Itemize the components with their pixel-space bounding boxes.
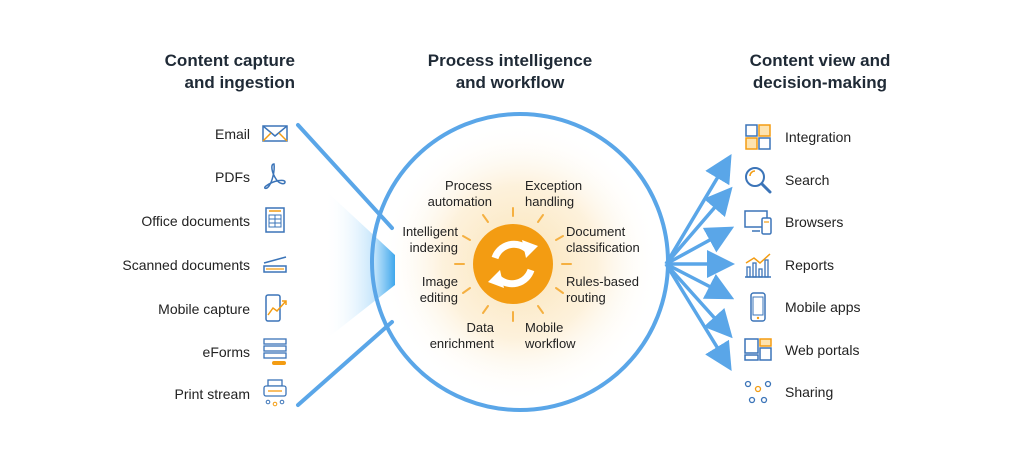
input-email: Email [70, 118, 332, 150]
input-label: Office documents [141, 213, 250, 229]
step-exception-handling: Exception handling [525, 178, 583, 209]
portal-layout-icon [742, 334, 774, 366]
output-label: Integration [785, 129, 852, 145]
input-label: Print stream [174, 386, 250, 402]
arrow-search [664, 186, 733, 266]
step-process-automation: Process automation [427, 178, 492, 209]
output-arrows [664, 153, 735, 371]
output-reports: Reports [740, 248, 940, 282]
input-print-stream: Print stream [70, 378, 332, 410]
output-sharing: Sharing [740, 375, 940, 409]
arrow-web-portals [664, 262, 733, 339]
input-label: eForms [202, 344, 250, 360]
input-mobile-capture: Mobile capture [70, 293, 332, 325]
input-scanned-documents: Scanned documents [70, 249, 332, 281]
output-label: Search [785, 172, 830, 188]
output-label: Web portals [785, 342, 860, 358]
arrow-sharing [664, 263, 732, 371]
output-integration: Integration [740, 120, 940, 154]
input-label: PDFs [215, 169, 250, 185]
intake-funnel [325, 190, 395, 340]
output-browsers: Browsers [740, 205, 940, 239]
arrow-browsers [665, 226, 735, 266]
arrow-mobile-apps [665, 262, 735, 300]
step-rules-based-routing: Rules-based routing [566, 274, 639, 305]
output-label: Sharing [785, 384, 834, 400]
input-label: Scanned documents [122, 257, 250, 273]
network-dots-icon [742, 376, 774, 408]
output-label: Browsers [785, 214, 844, 230]
process-heading: Process intelligence and workflow [427, 51, 593, 92]
mobile-chart-icon [260, 293, 290, 323]
form-icon [260, 336, 290, 366]
input-label: Email [214, 126, 250, 142]
step-image-editing: Image editing [419, 274, 458, 305]
input-office-documents: Office documents [70, 205, 332, 237]
step-intelligent-indexing: Intelligent indexing [402, 224, 458, 255]
input-eforms: eForms [70, 336, 332, 368]
step-document-classification: Document classification [566, 224, 640, 255]
magnifier-icon [742, 164, 774, 196]
input-line-bottom [296, 320, 394, 407]
step-mobile-workflow: Mobile workflow [525, 320, 576, 351]
scanner-icon [260, 249, 290, 279]
pdf-icon [260, 161, 290, 191]
output-label: Reports [785, 257, 835, 273]
smartphone-icon [742, 291, 774, 323]
center-disk [473, 224, 553, 304]
spreadsheet-document-icon [260, 205, 290, 235]
input-line-top [296, 123, 394, 230]
output-search: Search [740, 163, 940, 197]
output-web-portals: Web portals [740, 333, 940, 367]
envelope-icon [260, 118, 290, 148]
arrow-integration [664, 153, 732, 265]
input-label: Mobile capture [158, 301, 250, 317]
refresh-arrowhead-top [522, 240, 538, 258]
output-label: Mobile apps [785, 299, 861, 315]
puzzle-icon [742, 121, 774, 153]
center-rays [454, 207, 572, 322]
capture-heading: Content capture and ingestion [164, 51, 295, 92]
view-heading: Content view and decision-making [749, 51, 891, 92]
devices-icon [742, 206, 774, 238]
input-pdfs: PDFs [70, 161, 332, 193]
bar-chart-icon [742, 249, 774, 281]
printer-icon [260, 378, 290, 408]
refresh-arrowhead-bottom [488, 270, 504, 288]
output-mobile-apps: Mobile apps [740, 290, 940, 324]
step-data-enrichment: Data enrichment [429, 320, 494, 351]
